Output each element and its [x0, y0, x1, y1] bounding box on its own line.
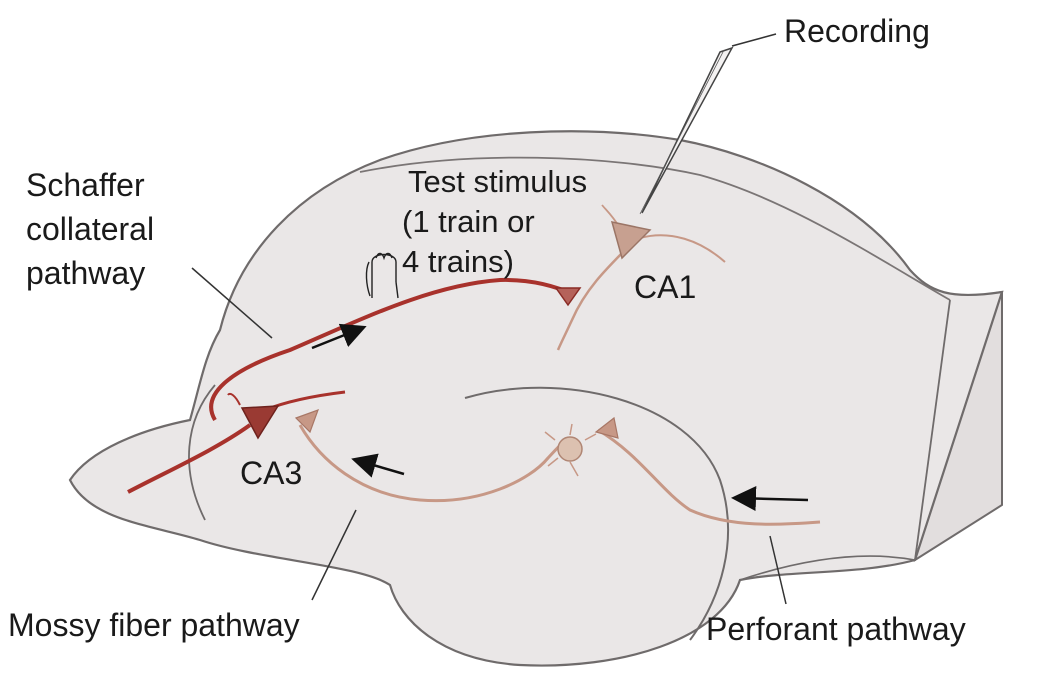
schaffer-label-line-3: pathway [26, 255, 145, 291]
granule-cell-body [558, 437, 582, 461]
ca3-label: CA3 [240, 455, 302, 491]
test-stimulus-line-2: (1 train or [402, 204, 535, 239]
slice-outline [70, 131, 1002, 665]
test-stimulus-line-1: Test stimulus [408, 164, 587, 199]
recording-label: Recording [784, 13, 930, 49]
hippocampal-slice [70, 131, 1002, 665]
schaffer-label-line-2: collateral [26, 211, 154, 247]
recording-leader-line [732, 34, 776, 46]
schaffer-label-line-1: Schaffer [26, 167, 145, 203]
ca1-label: CA1 [634, 269, 696, 305]
test-stimulus-line-3: 4 trains) [402, 244, 514, 279]
mossy-fiber-label: Mossy fiber pathway [8, 607, 300, 643]
perforant-label: Perforant pathway [706, 611, 966, 647]
